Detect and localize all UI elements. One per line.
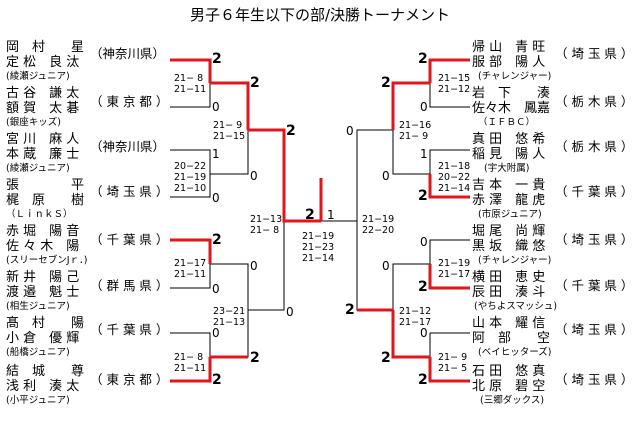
prefecture: （ 埼 玉 県 ） xyxy=(555,46,634,61)
game-score: 21−13 21− 8 xyxy=(250,214,283,236)
player-pair-names: 堀 尾 尚 輝 黒 坂 織 悠 xyxy=(472,224,546,254)
result-number: 0 xyxy=(212,191,220,205)
prefecture: （ 栃 木 県 ） xyxy=(555,139,634,154)
game-score: 21−19 21−17 xyxy=(438,258,471,280)
final-right-result: 1 xyxy=(327,208,335,222)
game-score: 21− 9 21− 5 xyxy=(438,352,468,374)
club-name: (綾瀬ジュニア) xyxy=(6,71,70,82)
game-score: 20−22 21−19 21−10 xyxy=(174,161,207,194)
club-name: (小平ジュニア) xyxy=(6,395,70,406)
player-pair-names: 石 田 悠 真 北 原 碧 空 xyxy=(472,364,546,394)
final-score: 21−19 21−23 21−14 xyxy=(302,231,335,264)
prefecture: （ 千 葉 県 ） xyxy=(90,232,169,247)
prefecture: （ 千 葉 県 ） xyxy=(555,184,634,199)
result-number: 2 xyxy=(212,232,222,248)
club-name: （ＬｉｎｋＳ） xyxy=(6,209,73,220)
player-pair-names: 岡 村 星 定 松 良 汰 xyxy=(6,40,85,70)
result-number: 2 xyxy=(418,51,428,67)
club-name: (銀座キッズ) xyxy=(6,117,61,128)
result-number: 2 xyxy=(345,302,355,318)
result-number: 0 xyxy=(420,100,428,114)
result-number: 2 xyxy=(381,350,391,366)
club-name: (綾瀬ジュニア) xyxy=(6,163,70,174)
result-number: 0 xyxy=(420,326,428,340)
result-number: 0 xyxy=(420,235,428,249)
club-name: （ＩＦＢＣ） xyxy=(478,117,536,128)
final-left-result: 2 xyxy=(305,207,315,223)
prefecture: （ 群 馬 県 ） xyxy=(90,278,169,293)
result-number: 0 xyxy=(212,100,220,114)
result-number: 2 xyxy=(250,75,260,91)
prefecture: （ 東 京 都 ） xyxy=(90,372,169,387)
prefecture: （ 千 葉 県 ） xyxy=(555,278,634,293)
page-title: 男子６年生以下の部/決勝トーナメント xyxy=(189,6,451,24)
result-number: 2 xyxy=(286,123,296,139)
result-number: 0 xyxy=(212,326,220,340)
game-score: 21−19 22−20 xyxy=(362,214,395,236)
player-pair-names: 宮 川 麻 人 本 蔵 廉 士 xyxy=(6,132,80,162)
prefecture: （ 埼 玉 県 ） xyxy=(555,232,634,247)
player-pair-names: 古 谷 謙 太 額 賀 太 碁 xyxy=(6,86,80,116)
game-score: 21−15 21−12 xyxy=(438,73,471,95)
club-name: (チャレンジャー) xyxy=(478,71,552,82)
player-pair-names: 髙 村 陽 小 倉 優 輝 xyxy=(6,316,85,346)
result-number: 2 xyxy=(212,51,222,67)
club-name: (スリーセブンJｒ．) xyxy=(6,255,88,266)
player-pair-names: 結 城 尊 浅 利 湊 太 xyxy=(6,364,85,394)
game-score: 21−17 21−11 xyxy=(174,258,207,280)
club-name: (チャレンジャー) xyxy=(478,255,552,266)
prefecture: （ 東 京 都 ） xyxy=(90,94,169,109)
result-number: 2 xyxy=(418,372,428,388)
prefecture: （ 栃 木 県 ） xyxy=(555,94,634,109)
player-pair-names: 帰 山 青 旺 服 部 陽 人 xyxy=(472,40,546,70)
game-score: 21− 8 21−11 xyxy=(174,352,207,374)
result-number: 1 xyxy=(420,147,428,161)
result-number: 1 xyxy=(212,147,220,161)
game-score: 21−16 21− 9 xyxy=(399,120,432,142)
club-name: (相生ジュニア) xyxy=(6,301,70,312)
result-number: 2 xyxy=(418,279,428,295)
result-number: 2 xyxy=(418,188,428,204)
player-pair-names: 吉 本 一 貴 赤 澤 龍 虎 xyxy=(472,178,546,208)
prefecture: （神奈川県） xyxy=(90,139,166,154)
player-pair-names: 横 田 恵 史 辰 田 湊 斗 xyxy=(472,270,546,300)
game-score: 21− 8 21−11 xyxy=(174,73,207,95)
prefecture: （神奈川県） xyxy=(90,46,166,61)
prefecture: （ 千 葉 県 ） xyxy=(90,322,169,337)
game-score: 21−12 21−17 xyxy=(399,306,432,328)
club-name: (船橋ジュニア) xyxy=(6,347,70,358)
result-number: 0 xyxy=(250,259,258,273)
prefecture: （ 埼 玉 県 ） xyxy=(555,322,634,337)
result-number: 2 xyxy=(250,350,260,366)
game-score: 21− 9 21−15 xyxy=(213,120,246,142)
result-number: 0 xyxy=(346,124,354,138)
result-number: 0 xyxy=(382,259,390,273)
game-score: 21−18 20−22 21−14 xyxy=(438,161,471,194)
player-pair-names: 赤 堀 陽 音 佐 々 木 陽 xyxy=(6,224,80,254)
prefecture: （ 埼 玉 県 ） xyxy=(555,372,634,387)
club-name: (宇大附属) xyxy=(484,163,530,174)
club-name: (やちよスマッシュ) xyxy=(474,301,558,312)
result-number: 0 xyxy=(212,282,220,296)
club-name: (市原ジュニア) xyxy=(478,209,542,220)
result-number: 2 xyxy=(381,75,391,91)
result-number: 0 xyxy=(382,169,390,183)
game-score: 23−21 21−13 xyxy=(213,306,246,328)
club-name: (三郷ダックス) xyxy=(480,395,545,406)
player-pair-names: 山 本 耀 信 阿 部 空 xyxy=(472,316,551,346)
prefecture: （ 埼 玉 県 ） xyxy=(90,184,169,199)
club-name: (ベイヒッターズ) xyxy=(478,347,552,358)
player-pair-names: 岩 下 湊 佐々木 鳳嘉 xyxy=(472,86,551,116)
player-pair-names: 真 田 悠 希 稲 見 陽 人 xyxy=(472,132,546,162)
winner-path xyxy=(170,58,470,383)
result-number: 0 xyxy=(286,305,294,319)
result-number: 2 xyxy=(212,372,222,388)
result-number: 0 xyxy=(250,169,258,183)
player-pair-names: 新 井 陽 己 渡 邉 魁 士 xyxy=(6,270,80,300)
player-pair-names: 張 平 梶 原 樹 xyxy=(6,178,85,208)
